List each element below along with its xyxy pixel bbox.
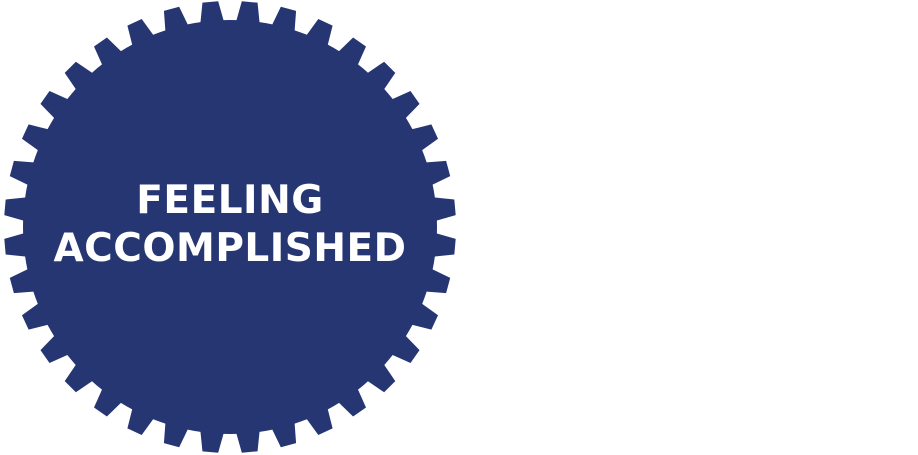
gear-shape: [4, 1, 456, 453]
badge-title-line-2: ACCOMPLISHED: [53, 226, 407, 271]
accomplishment-badge: FEELING ACCOMPLISHED: [4, 1, 456, 453]
badge-title-line-1: FEELING: [136, 178, 324, 223]
gear-badge-icon: [4, 1, 456, 453]
